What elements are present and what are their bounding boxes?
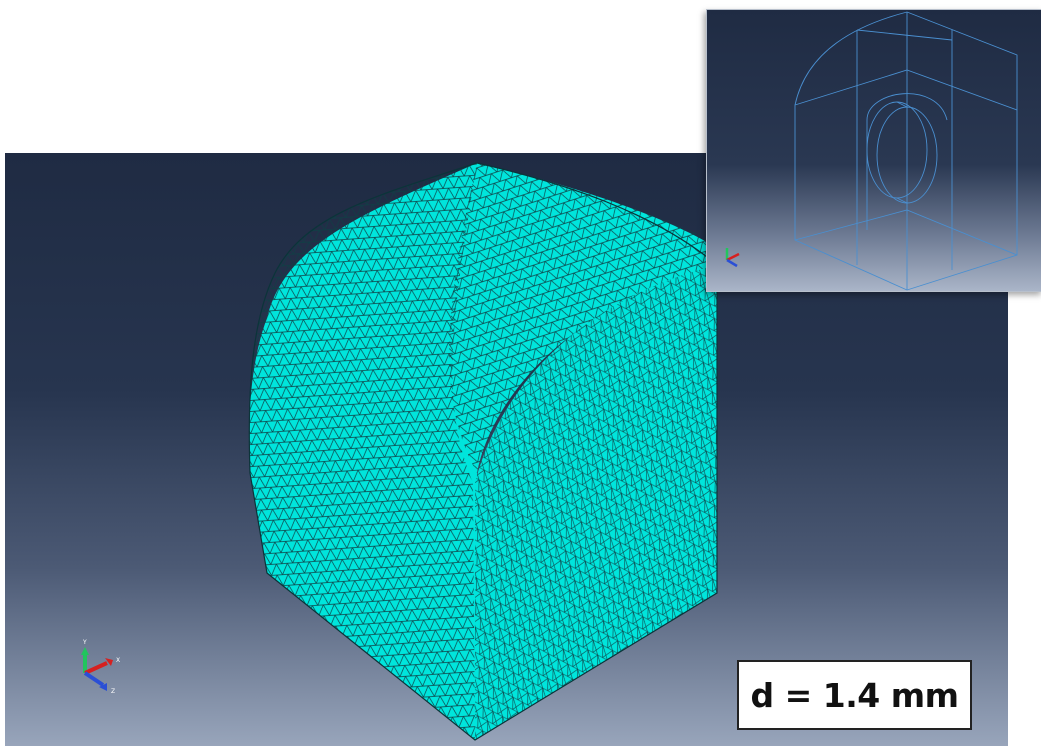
mesh-side-face	[475, 265, 717, 740]
axis-triad-main: Y X Z	[81, 639, 120, 695]
mesh-cylinder-face	[249, 163, 477, 740]
wireframe-canvas	[725, 11, 1018, 291]
triad-z-label: Z	[111, 688, 115, 695]
mesh-top-face	[449, 163, 717, 473]
wireframe-model	[794, 11, 1018, 291]
mesh-canvas: Y X Z	[81, 162, 718, 741]
dimension-label: d = 1.4 mm	[737, 660, 972, 730]
inset-viewport[interactable]	[706, 9, 1041, 292]
mesh-outline	[248, 162, 718, 741]
axis-triad-inset	[725, 248, 740, 268]
triad-y-label: Y	[82, 639, 87, 646]
triad-x-label: X	[116, 657, 120, 664]
